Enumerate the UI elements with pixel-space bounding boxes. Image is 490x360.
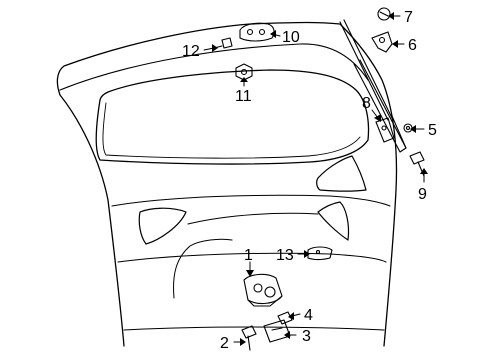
callout-10: 10 bbox=[282, 29, 300, 46]
callout-leaders bbox=[203, 12, 428, 346]
body-contour-lower bbox=[117, 252, 387, 263]
bolt-12 bbox=[213, 37, 233, 49]
callout-2: 2 bbox=[220, 335, 229, 352]
callout-6: 6 bbox=[408, 37, 417, 54]
callout-7: 7 bbox=[404, 9, 413, 26]
handle-switch bbox=[307, 246, 333, 261]
striker bbox=[263, 319, 291, 343]
callout-9: 9 bbox=[418, 186, 427, 203]
liftgate-top-edge bbox=[59, 43, 369, 91]
callout-1: 1 bbox=[244, 247, 253, 264]
lamp-recess-left bbox=[138, 207, 187, 245]
lamp-recess-right-lower bbox=[317, 201, 350, 241]
strut-bracket bbox=[371, 31, 393, 53]
bottom-sill bbox=[123, 326, 385, 331]
liftgate-outline bbox=[56, 21, 398, 347]
nut-11 bbox=[235, 63, 253, 81]
license-recess bbox=[173, 238, 233, 299]
bolt-2 bbox=[241, 325, 257, 351]
lock-assembly bbox=[243, 273, 283, 307]
callout-8: 8 bbox=[362, 95, 371, 112]
body-contour-garnish bbox=[187, 212, 319, 225]
body-contour-upper bbox=[111, 194, 391, 207]
callout-3: 3 bbox=[302, 328, 311, 345]
ball-stud-clip bbox=[377, 7, 391, 21]
clip-4 bbox=[277, 311, 293, 325]
callout-labels: 1 2 3 4 5 6 7 8 9 10 11 12 13 bbox=[182, 9, 437, 352]
lower-strut-bracket bbox=[375, 117, 395, 143]
callout-13: 13 bbox=[276, 247, 294, 264]
rear-window-glass bbox=[95, 69, 370, 165]
rear-window-inner-edge bbox=[102, 102, 361, 159]
callout-11: 11 bbox=[235, 88, 252, 105]
lift-support-strut bbox=[339, 19, 413, 153]
callout-4: 4 bbox=[304, 307, 313, 324]
callout-5: 5 bbox=[428, 122, 437, 139]
lamp-recess-right-upper bbox=[316, 155, 367, 192]
callout-12: 12 bbox=[182, 43, 200, 60]
liftgate-hinge bbox=[239, 22, 275, 42]
